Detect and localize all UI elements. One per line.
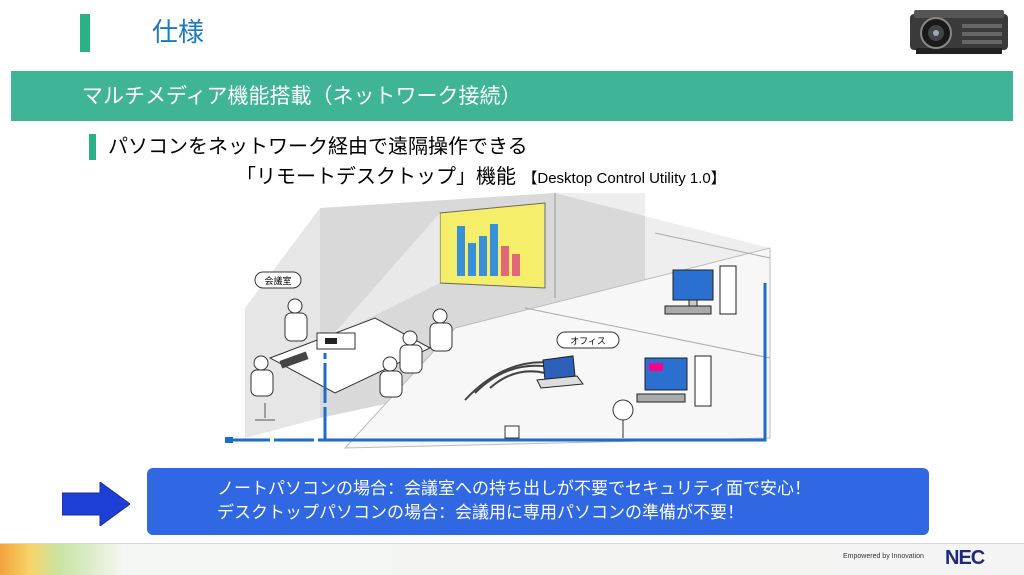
subhead-feature-name: 「リモートデスクトップ」機能 (236, 164, 516, 188)
callout-line-desktop: デスクトップパソコンの場合：会議用に専用パソコンの準備が不要！ (217, 503, 744, 523)
desktop-tower-2 (694, 355, 712, 407)
meeting-room-label: 会議室 (264, 275, 291, 287)
footer-band (0, 544, 1024, 575)
subhead-utility-name: 【Desktop Control Utility 1.0】 (522, 170, 726, 187)
subhead-line-2: 「リモートデスクトップ」機能 【Desktop Control Utility … (236, 162, 726, 193)
desktop-monitor-2 (644, 357, 688, 391)
desktop-tower-1 (719, 265, 737, 315)
projector-icon (910, 10, 1008, 54)
benefit-callout: ノートパソコンの場合：会議室への持ち出しが不要でセキュリティ面で安心！ デスクト… (147, 468, 929, 535)
footer-tagline: Empowered by Innovation (843, 553, 924, 560)
meeting-room-side-wall (245, 208, 320, 438)
brand-logo: NEC (945, 547, 985, 569)
section-header-text: マルチメディア機能搭載（ネットワーク接続） (82, 84, 522, 108)
network-illustration: 会議室 オフィス (225, 193, 771, 449)
subhead-bullet-mark (89, 134, 96, 160)
page-title: 仕様 (152, 18, 205, 48)
section-header-band (11, 71, 1013, 121)
desktop-monitor-1 (672, 269, 714, 301)
wireless-access-point (504, 425, 520, 439)
network-cable-office (325, 283, 767, 442)
office-label: オフィス (570, 336, 606, 347)
meeting-table (268, 317, 432, 394)
callout-line-laptop: ノートパソコンの場合：会議室への持ち出しが不要でセキュリティ面で安心！ (217, 479, 811, 499)
subhead-line-1: パソコンをネットワーク経由で遠隔操作できる (108, 134, 528, 158)
arrow-right-icon (62, 482, 130, 526)
title-accent-bar (80, 14, 90, 52)
